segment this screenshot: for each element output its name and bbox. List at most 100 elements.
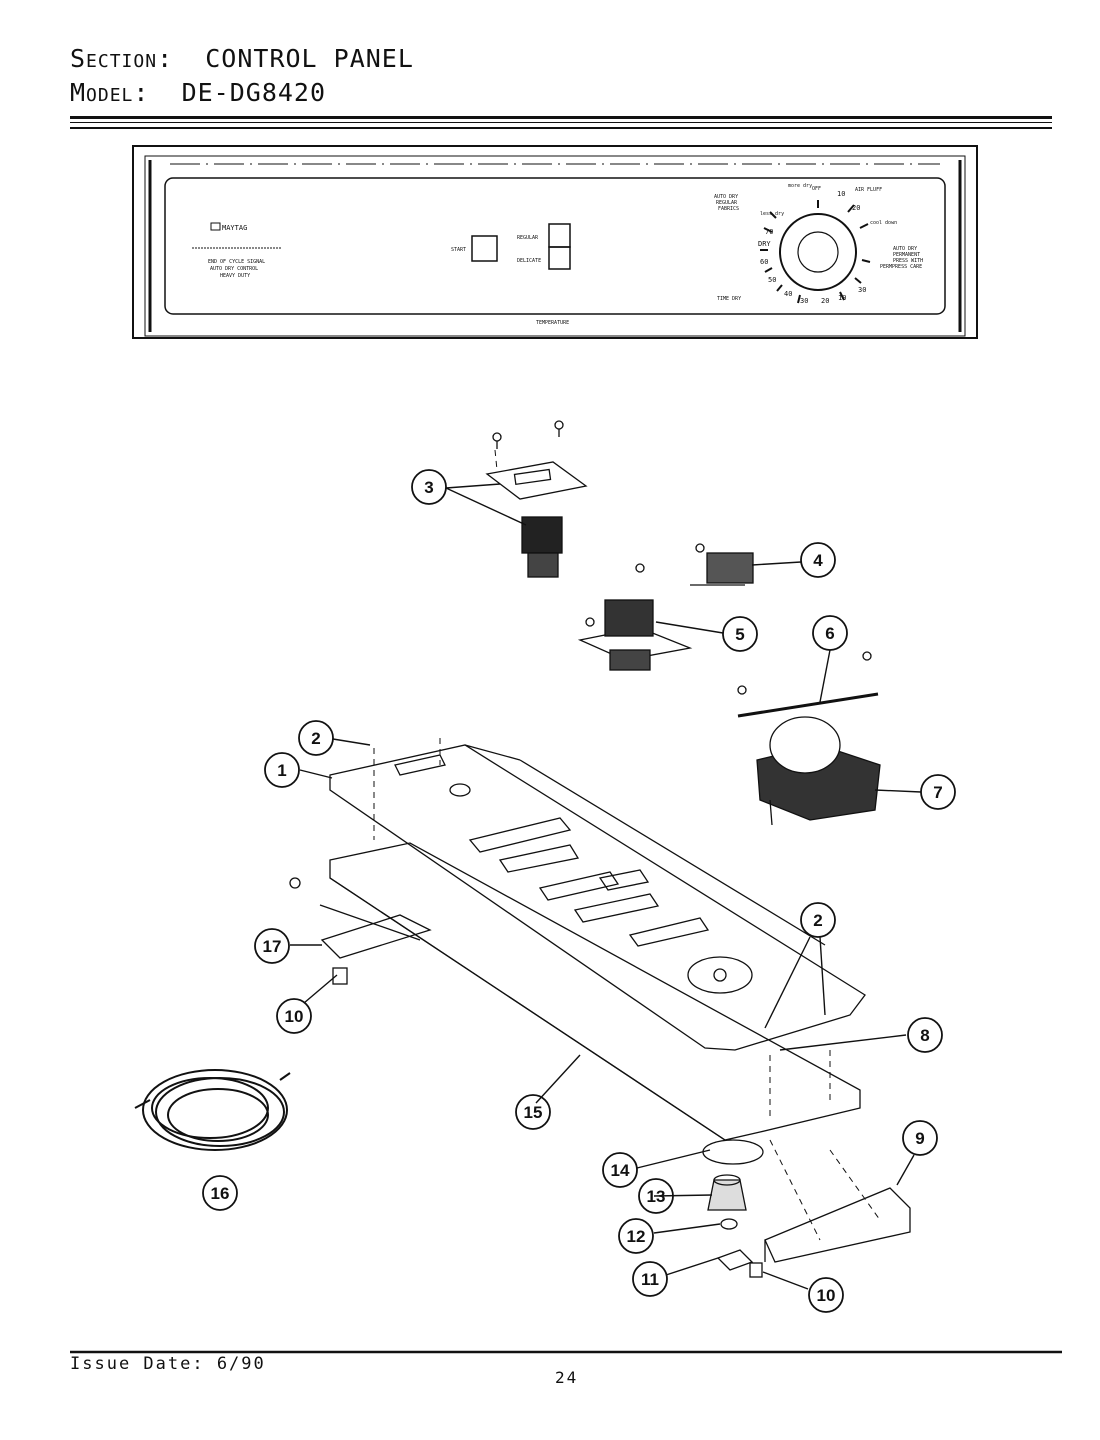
svg-text:8: 8: [920, 1026, 929, 1045]
part-5-switch: [577, 563, 693, 671]
dial-num-30b: 30: [858, 286, 866, 294]
callout-1: 1: [264, 752, 300, 788]
dial-top-label-2: REGULAR: [716, 200, 738, 206]
model-heading: Model: DE-DG8420: [70, 78, 326, 107]
svg-text:15: 15: [524, 1103, 543, 1122]
part-3-switch: [521, 516, 563, 578]
header-rule-thin: [70, 122, 1052, 123]
callout-15: 15: [515, 1094, 551, 1130]
callout-6: 6: [812, 615, 848, 651]
section-value: CONTROL PANEL: [205, 44, 414, 73]
callout-3: 3: [411, 469, 447, 505]
dial-off: OFF: [812, 186, 821, 192]
start-button[interactable]: [471, 235, 498, 262]
svg-text:17: 17: [263, 937, 282, 956]
part-9-bracket: [764, 1187, 911, 1263]
callout-13: 13: [638, 1178, 674, 1214]
brand-name: MAYTAG: [222, 224, 247, 232]
part-16-wire-harness: [134, 1069, 291, 1151]
section-heading: Section: CONTROL PANEL: [70, 44, 414, 73]
dial-more-dry: more dry: [788, 183, 812, 189]
dial-num-20a: 20: [852, 204, 860, 212]
svg-text:4: 4: [813, 551, 823, 570]
dial-air-fluff: AIR FLUFF: [855, 187, 882, 193]
delicate-button[interactable]: [548, 246, 571, 270]
part-10-clip-left: [332, 967, 348, 985]
svg-text:12: 12: [627, 1227, 646, 1246]
dial-perm-1: AUTO DRY: [893, 246, 917, 252]
callout-8: 8: [907, 1017, 943, 1053]
svg-text:14: 14: [611, 1161, 630, 1180]
svg-text:5: 5: [735, 625, 744, 644]
part-13-knob: [707, 1174, 747, 1211]
callout-11: 11: [632, 1261, 668, 1297]
part-15-rail: [329, 842, 861, 1141]
section-label: Section:: [70, 44, 174, 73]
dial-perm-2: PERMANENT: [893, 252, 920, 258]
screw-icon: [289, 877, 301, 889]
svg-text:10: 10: [285, 1007, 304, 1026]
svg-text:2: 2: [311, 729, 320, 748]
option-cycle-signal: END OF CYCLE SIGNAL: [208, 259, 265, 265]
option-auto-dry: AUTO DRY CONTROL: [210, 266, 258, 272]
screw-icon: [554, 420, 564, 437]
part-1-control-panel-body: [329, 744, 866, 1051]
dial-less-dry: less dry: [760, 211, 784, 217]
delicate-label: DELICATE: [517, 258, 541, 264]
callout-7: 7: [920, 774, 956, 810]
callout-2-top: 2: [298, 720, 334, 756]
svg-text:16: 16: [211, 1184, 230, 1203]
dial-num-10b: 10: [838, 294, 846, 302]
regular-label: REGULAR: [517, 235, 539, 241]
callout-10-left: 10: [276, 998, 312, 1034]
exploded-view: [134, 420, 922, 1290]
part-12-washer: [720, 1218, 738, 1230]
svg-text:6: 6: [825, 624, 834, 643]
dial-dry: DRY: [758, 240, 771, 248]
dial-num-10a: 10: [837, 190, 845, 198]
dial-num-40: 40: [784, 290, 792, 298]
model-value: DE-DG8420: [181, 78, 327, 107]
header-rule-thick: [70, 116, 1052, 119]
dial-num-20b: 20: [821, 297, 829, 305]
screw-icon: [492, 432, 502, 449]
dial-top-label-1: AUTO DRY: [714, 194, 738, 200]
callout-16: 16: [202, 1175, 238, 1211]
callout-12: 12: [618, 1218, 654, 1254]
part-17-bracket: [319, 904, 432, 959]
dial-perm-3: PRESS WITH: [893, 258, 923, 264]
callout-5: 5: [722, 616, 758, 652]
callouts: 1 2 2 3 4 5 6 7 8 9 10 10 11 12 13 14 15…: [202, 469, 956, 1313]
svg-text:3: 3: [424, 478, 433, 497]
svg-text:1: 1: [277, 761, 286, 780]
option-heavy-duty: HEAVY DUTY: [220, 273, 250, 279]
maytag-logo: MAYTAG: [210, 222, 247, 232]
svg-text:10: 10: [817, 1286, 836, 1305]
callout-4: 4: [800, 542, 836, 578]
issue-date: Issue Date: 6/90: [70, 1354, 266, 1374]
part-3-plate: [485, 461, 588, 500]
timer-dial[interactable]: AUTO DRY REGULAR FABRICS AIR FLUFF less …: [714, 183, 923, 305]
svg-text:2: 2: [813, 911, 822, 930]
svg-text:13: 13: [647, 1187, 666, 1206]
dial-num-30: 30: [800, 297, 808, 305]
header-rule-thin-2: [70, 127, 1052, 129]
svg-text:9: 9: [915, 1129, 924, 1148]
svg-text:7: 7: [933, 783, 942, 802]
part-11-insert: [716, 1249, 754, 1271]
regular-button[interactable]: [548, 223, 571, 248]
svg-text:11: 11: [641, 1270, 659, 1289]
dial-num-50: 50: [768, 276, 776, 284]
start-label: START: [451, 247, 466, 253]
dial-num-60: 60: [760, 258, 768, 266]
dial-cool-down: cool down: [870, 220, 897, 226]
control-panel-illustration: MAYTAG END OF CYCLE SIGNAL AUTO DRY CONT…: [132, 145, 978, 339]
dial-perm-4: PERMPRESS CARE: [880, 264, 922, 270]
part-7-timer: [756, 716, 881, 826]
dial-top-label-3: FABRICS: [718, 206, 739, 212]
part-6-strap: [737, 651, 879, 718]
dial-num-70: 70: [765, 228, 773, 236]
part-14-bearing: [702, 1139, 764, 1165]
temperature-label: TEMPERATURE: [536, 320, 569, 326]
